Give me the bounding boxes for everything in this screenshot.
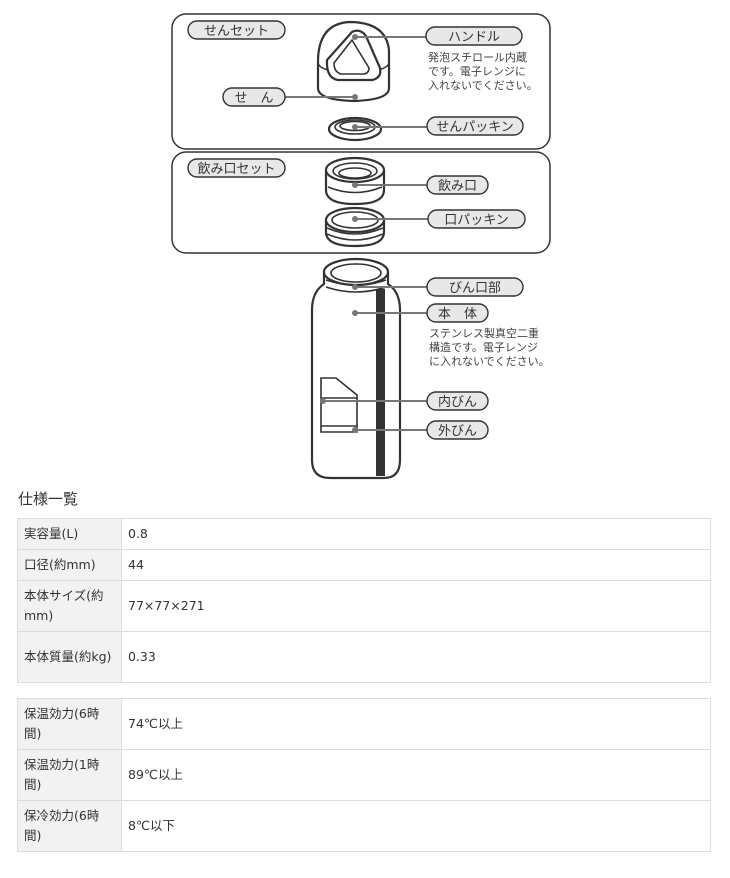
spec-key: 保冷効力(6時間) — [17, 800, 122, 852]
spec-key: 保温効力(6時間) — [17, 698, 122, 750]
table-row: 口径(約mm) 44 — [17, 549, 711, 581]
svg-text:飲み口: 飲み口 — [438, 178, 477, 194]
handle-cap-drawing — [316, 20, 391, 103]
spec-key: 保温効力(1時間) — [17, 749, 122, 801]
svg-text:せ ん: せ ん — [234, 91, 273, 106]
table-row: 実容量(L) 0.8 — [17, 518, 711, 550]
svg-text:せんセット: せんセット — [204, 24, 269, 39]
table-row: 保冷効力(6時間) 8℃以下 — [17, 800, 711, 852]
table-row: 本体サイズ(約mm) 77×77×271 — [17, 580, 711, 632]
mouth-packing-label: 口パッキン — [427, 209, 526, 229]
body-label: 本 体 — [426, 303, 489, 323]
spec-key: 口径(約mm) — [17, 549, 122, 581]
spec-value: 74℃以上 — [121, 698, 711, 750]
spec-value: 44 — [121, 549, 711, 581]
table-row: 保温効力(1時間) 89℃以上 — [17, 749, 711, 801]
spec-value: 0.8 — [121, 518, 711, 550]
plug-set-label: せんセット — [187, 20, 286, 40]
spec-table-performance: 保温効力(6時間) 74℃以上 保温効力(1時間) 89℃以上 保冷効力(6時間… — [17, 698, 711, 852]
svg-text:飲み口セット: 飲み口セット — [197, 161, 275, 177]
plug-packing-label: せんパッキン — [426, 116, 524, 136]
spec-value: 89℃以上 — [121, 749, 711, 801]
spec-value: 8℃以下 — [121, 800, 711, 852]
inner-bottle-label: 内びん — [426, 391, 489, 411]
spec-key: 本体質量(約kg) — [17, 631, 122, 683]
svg-text:ステンレス製真空二重: ステンレス製真空二重 — [429, 326, 539, 340]
table-row: 保温効力(6時間) 74℃以上 — [17, 698, 711, 750]
product-parts-diagram: .ol { fill:#fff; stroke:#333; stroke-wid… — [171, 13, 551, 480]
svg-text:せんパッキン: せんパッキン — [436, 120, 514, 135]
svg-text:びん口部: びん口部 — [449, 281, 501, 296]
svg-text:外びん: 外びん — [438, 424, 477, 439]
spec-table-basic: 実容量(L) 0.8 口径(約mm) 44 本体サイズ(約mm) 77×77×2… — [17, 518, 711, 683]
table-row: 本体質量(約kg) 0.33 — [17, 631, 711, 683]
spec-value: 0.33 — [121, 631, 711, 683]
plug-label: せ ん — [222, 87, 286, 107]
handle-note: 発泡スチロール内蔵 です。電子レンジに 入れないでください。 — [428, 50, 538, 92]
svg-text:ハンドル: ハンドル — [448, 30, 500, 45]
mouth-packing-drawing — [324, 206, 386, 248]
outer-bottle-label: 外びん — [426, 420, 489, 440]
svg-text:発泡スチロール内蔵: 発泡スチロール内蔵 — [428, 50, 527, 64]
spec-key: 本体サイズ(約mm) — [17, 580, 122, 632]
svg-text:構造です。電子レンジ: 構造です。電子レンジ — [429, 340, 538, 354]
bottle-mouth-label: びん口部 — [426, 277, 524, 297]
bottle-body-drawing — [310, 257, 402, 480]
mouth-set-label: 飲み口セット — [187, 158, 286, 178]
body-note: ステンレス製真空二重 構造です。電子レンジ に入れないでください。 — [429, 326, 550, 368]
mouth-piece-drawing — [324, 156, 386, 206]
svg-text:口パッキン: 口パッキン — [444, 213, 509, 228]
spec-key: 実容量(L) — [17, 518, 122, 550]
svg-text:に入れないでください。: に入れないでください。 — [429, 355, 550, 368]
spec-section-title: 仕様一覧 — [18, 490, 79, 508]
svg-text:です。電子レンジに: です。電子レンジに — [428, 65, 526, 78]
spec-value: 77×77×271 — [121, 580, 711, 632]
handle-label: ハンドル — [425, 26, 523, 46]
mouth-label: 飲み口 — [426, 175, 489, 195]
svg-text:入れないでください。: 入れないでください。 — [428, 79, 538, 92]
svg-text:内びん: 内びん — [438, 394, 477, 410]
svg-text:本 体: 本 体 — [438, 307, 477, 322]
